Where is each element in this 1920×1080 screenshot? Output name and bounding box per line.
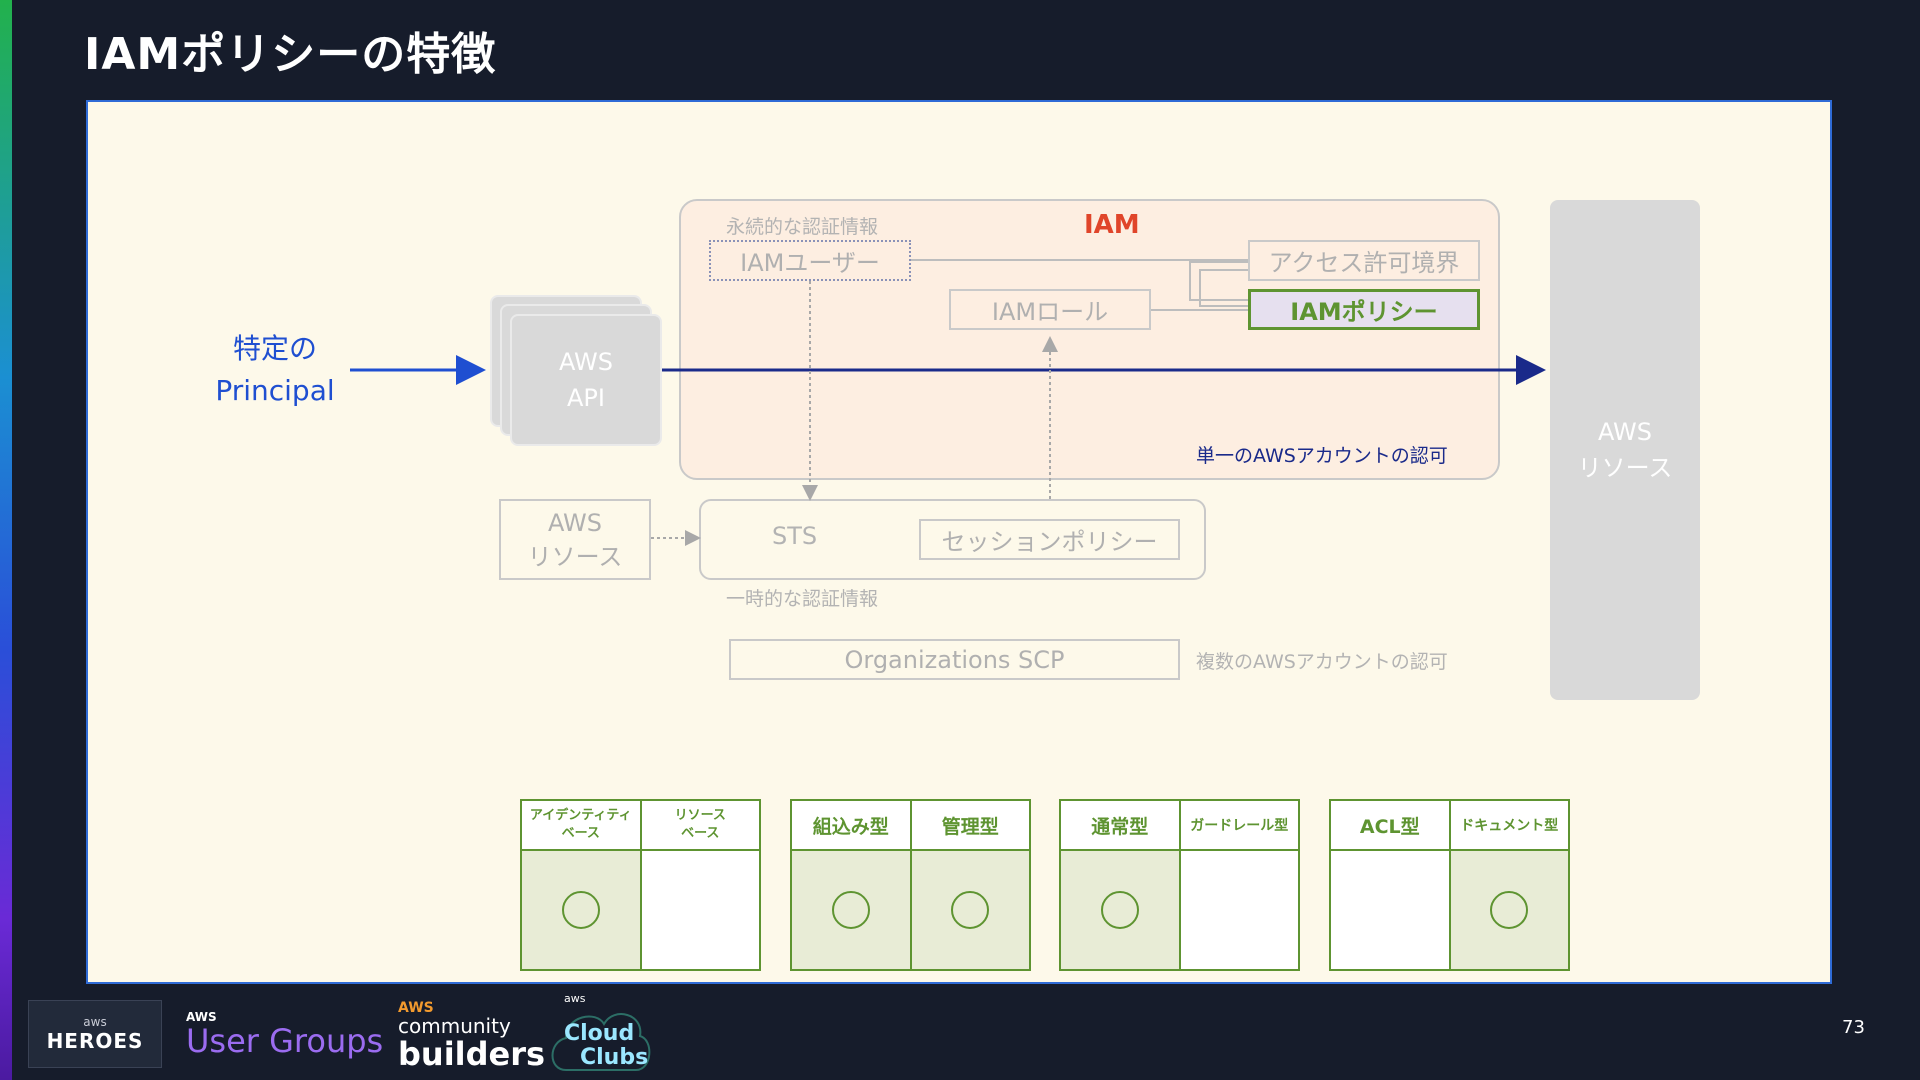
col-header-line2: ベース [681,826,720,841]
col-header-line1: アイデンティティ [529,808,632,823]
col-guardrail: ガードレール型 [1178,801,1299,969]
cloud-icon [551,1013,651,1071]
org-scp-box: Organizations SCP [729,639,1180,680]
col-builtin: 組込み型 [792,801,910,969]
multi-account-label: 複数のAWSアカウントの認可 [1196,651,1448,673]
col-header: リソース ベース [641,801,759,851]
principal-line2: Principal [215,374,335,407]
user-groups-label: User Groups [186,1022,384,1060]
col-header-line1: リソース [674,808,726,823]
check-circle-icon [831,891,870,929]
heroes-aws-text: aws [83,1015,107,1029]
col-cell [792,851,910,969]
iam-user-label: IAMユーザー [740,249,880,277]
principal-label: 特定の Principal [200,328,350,412]
page-number: 73 [1842,1017,1865,1038]
col-header: 通常型 [1061,801,1179,851]
iam-policy-label: IAMポリシー [1290,298,1438,326]
heroes-label: HEROES [46,1029,144,1053]
feature-table-normal-guardrail: 通常型 ガードレール型 [1059,799,1300,971]
col-cell [642,851,760,969]
col-resource-based: リソース ベース [639,801,760,969]
access-boundary-box: アクセス許可境界 [1248,240,1480,281]
aws-heroes-logo: aws HEROES [28,1000,162,1068]
single-account-label: 単一のAWSアカウントの認可 [1196,445,1448,467]
col-header: 組込み型 [792,801,910,851]
aws-resource-left: AWS リソース [499,499,651,580]
aws-resource-right-line2: リソース [1577,454,1673,482]
cloud-line2: Clubs [580,1045,649,1070]
col-header: ACL型 [1331,801,1449,851]
api-card-front: AWS API [510,314,662,446]
slide-title: IAMポリシーの特徴 [84,29,497,80]
principal-line1: 特定の [232,332,317,365]
iam-title: IAM [1084,210,1140,240]
check-circle-icon [951,891,990,929]
col-cell [1450,851,1568,969]
aws-resource-right-line1: AWS [1597,418,1653,446]
col-cell [911,851,1029,969]
col-header: アイデンティティ ベース [522,801,640,851]
session-policy-box: セッションポリシー [919,519,1180,560]
col-header: ガードレール型 [1180,801,1298,851]
aws-api-line1: AWS [558,348,614,376]
iam-policy-box: IAMポリシー [1248,289,1480,330]
community-label: builders [398,1035,546,1073]
check-circle-icon [1490,891,1529,929]
feature-table-builtin-managed: 組込み型 管理型 [790,799,1031,971]
community-mid: community [398,1014,511,1038]
sts-label: STS [772,522,818,550]
boundary-policy-bracket-1 [1189,261,1248,301]
col-header: 管理型 [911,801,1029,851]
boundary-policy-bracket-2 [1199,269,1248,307]
access-boundary-label: アクセス許可境界 [1268,249,1460,277]
col-document: ドキュメント型 [1448,801,1568,969]
cloud-clubs-logo: aws Cloud Clubs [544,992,654,1076]
temporary-creds-label: 一時的な認証情報 [726,588,879,610]
aws-resource-right: AWS リソース [1550,200,1700,700]
community-aws: AWS [398,1000,434,1016]
check-circle-icon [1100,891,1139,929]
col-acl: ACL型 [1331,801,1449,969]
aws-resource-left-line1: AWS [547,508,603,537]
col-header-line2: ベース [561,826,600,841]
col-cell [522,851,640,969]
col-normal: 通常型 [1061,801,1179,969]
col-cell [1181,851,1299,969]
persistent-creds-label: 永続的な認証情報 [726,216,879,238]
session-policy-label: セッションポリシー [941,528,1158,556]
community-builders-logo: AWS community builders [398,1000,545,1072]
cloud-line1: Cloud [564,1021,635,1046]
col-cell [1061,851,1179,969]
aws-api-line2: API [567,384,605,412]
accent-bar [0,0,12,1080]
col-cell [1331,851,1449,969]
iam-role-label: IAMロール [991,298,1109,326]
feature-table-acl-document: ACL型 ドキュメント型 [1329,799,1570,971]
iam-role-box: IAMロール [949,289,1151,330]
iam-user-box: IAMユーザー [709,240,911,281]
user-groups-aws: AWS [186,1010,217,1024]
feature-table-identity-resource: アイデンティティ ベース リソース ベース [520,799,761,971]
org-scp-label: Organizations SCP [844,645,1065,674]
col-managed: 管理型 [909,801,1029,969]
cloud-aws: aws [564,992,586,1005]
col-identity-based: アイデンティティ ベース [522,801,640,969]
check-circle-icon [561,891,600,929]
col-header: ドキュメント型 [1450,801,1568,851]
iam-container [679,199,1500,480]
user-groups-logo: AWS User Groups [186,1010,383,1058]
aws-resource-left-line2: リソース [527,542,623,571]
